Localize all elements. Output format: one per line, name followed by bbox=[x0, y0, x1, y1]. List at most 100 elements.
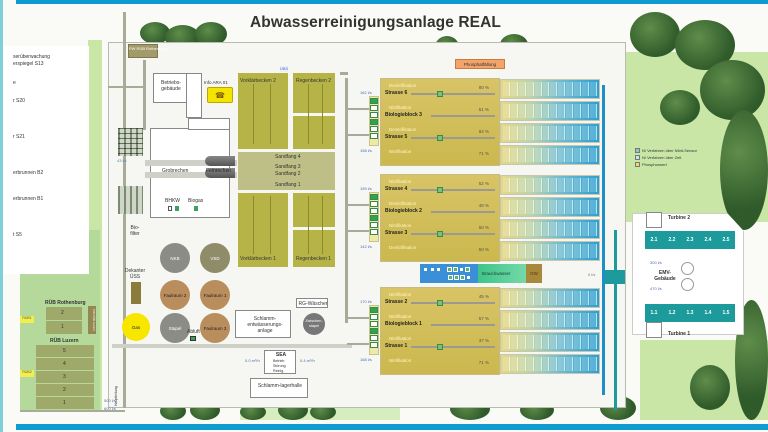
side-item[interactable]: e bbox=[13, 80, 16, 86]
vsd-tank[interactable]: VSD bbox=[200, 243, 230, 273]
turbine-unit[interactable]: 2.3 bbox=[686, 237, 694, 243]
rub-luzern-cell[interactable]: 3 bbox=[36, 371, 94, 383]
aerator-status[interactable] bbox=[437, 231, 443, 237]
dekanter-unit[interactable] bbox=[131, 282, 141, 304]
rub-luzern-cell[interactable]: 4 bbox=[36, 358, 94, 370]
stapel-tank[interactable]: Stapel bbox=[160, 313, 190, 343]
gate-status[interactable] bbox=[370, 215, 378, 221]
abluft-status[interactable] bbox=[190, 336, 196, 341]
side-item[interactable]: r S20 bbox=[13, 98, 25, 104]
vorklaerbecken-2[interactable] bbox=[238, 73, 288, 149]
filter-cell-row[interactable] bbox=[500, 332, 600, 352]
info-terminal-icon[interactable]: ☎ bbox=[207, 87, 233, 103]
status-square[interactable] bbox=[175, 206, 179, 211]
distribution-box[interactable] bbox=[605, 270, 625, 284]
phosphatfaellung-button[interactable]: Phosphatfällung bbox=[455, 59, 505, 69]
status-square[interactable] bbox=[460, 275, 465, 280]
gate-status[interactable] bbox=[370, 229, 378, 235]
gate-status[interactable] bbox=[370, 119, 378, 125]
gate-status[interactable] bbox=[370, 194, 378, 200]
nkb-tank[interactable]: NKB bbox=[160, 243, 190, 273]
inlet-gates[interactable] bbox=[369, 305, 379, 355]
aerator-status[interactable] bbox=[437, 344, 443, 350]
rub-luzern-cell[interactable]: 5 bbox=[36, 345, 94, 357]
faulraum-3[interactable]: Faulraum 3 bbox=[200, 313, 230, 343]
rub-luzern-cell[interactable]: 1 bbox=[36, 397, 94, 409]
vorklaerbecken-1[interactable] bbox=[238, 193, 288, 267]
rub-rothenburg-cell[interactable]: 2 bbox=[46, 307, 82, 320]
status-square[interactable] bbox=[194, 206, 198, 211]
filter-cell-row[interactable] bbox=[500, 288, 600, 308]
regenbecken-2[interactable] bbox=[293, 73, 335, 113]
gate-status[interactable] bbox=[370, 321, 378, 327]
feinrechen-unit[interactable] bbox=[205, 156, 235, 166]
gate-status[interactable] bbox=[370, 112, 378, 118]
gate-status[interactable] bbox=[370, 201, 378, 207]
side-item[interactable]: erspiegel S13 bbox=[13, 61, 44, 67]
turbine-gauge[interactable] bbox=[681, 278, 694, 291]
turbine-unit[interactable]: 1.3 bbox=[686, 310, 694, 316]
status-square[interactable] bbox=[423, 267, 428, 272]
gas-tank[interactable]: Gas bbox=[122, 313, 150, 341]
rg-waescher[interactable]: RG-Wäscher bbox=[296, 298, 328, 308]
side-item[interactable]: t S5 bbox=[13, 232, 22, 238]
betriebsgebaeude[interactable]: Betriebs-gebäude bbox=[153, 73, 187, 103]
control-panel[interactable] bbox=[420, 264, 478, 283]
status-square[interactable] bbox=[447, 267, 452, 272]
gate-status[interactable] bbox=[370, 133, 378, 139]
status-square[interactable] bbox=[459, 267, 464, 272]
rub-rothenburg-cell[interactable]: 1 bbox=[46, 321, 82, 334]
gw-button[interactable]: GW bbox=[526, 264, 542, 283]
side-item[interactable]: erbrunnen B2 bbox=[13, 170, 44, 176]
status-square[interactable] bbox=[466, 275, 471, 280]
faulraum-2[interactable]: Faulraum 2 bbox=[160, 280, 190, 310]
aerator-status[interactable] bbox=[437, 135, 443, 141]
status-square[interactable] bbox=[454, 275, 459, 280]
aerator-status[interactable] bbox=[437, 187, 443, 193]
status-square[interactable] bbox=[453, 267, 458, 272]
turbine-unit[interactable]: 2.1 bbox=[650, 237, 658, 243]
filter-cell-row[interactable] bbox=[500, 310, 600, 330]
side-item[interactable]: serüberwachung bbox=[13, 54, 50, 60]
status-square[interactable] bbox=[168, 206, 172, 211]
turbine-unit[interactable]: 1.5 bbox=[722, 310, 730, 316]
gate-status[interactable] bbox=[370, 105, 378, 111]
filter-cell-row[interactable] bbox=[500, 123, 600, 143]
regenbecken-2-part[interactable] bbox=[293, 116, 335, 149]
filter-cell-row[interactable] bbox=[500, 354, 600, 374]
gate-status[interactable] bbox=[370, 307, 378, 313]
pw-rub-luzern[interactable]: PW RÜB Luzern bbox=[88, 306, 96, 334]
gate-status[interactable] bbox=[370, 126, 378, 132]
status-square[interactable] bbox=[448, 275, 453, 280]
turbine-unit[interactable]: 2.4 bbox=[704, 237, 712, 243]
inlet-gates[interactable] bbox=[369, 96, 379, 146]
pw-rub-rothenburg[interactable]: PW RÜB Rothenburg bbox=[128, 44, 167, 58]
filter-cell-row[interactable] bbox=[500, 175, 600, 195]
filter-unit[interactable] bbox=[118, 128, 143, 156]
aerator-status[interactable] bbox=[437, 91, 443, 97]
sea-panel[interactable]: SEA Betrieb Störung Reinig. bbox=[264, 350, 296, 374]
filter-cell-row[interactable] bbox=[500, 197, 600, 217]
status-square[interactable] bbox=[436, 267, 441, 272]
gate-status[interactable] bbox=[370, 222, 378, 228]
feinrechen-unit[interactable] bbox=[205, 168, 235, 178]
side-item[interactable]: r S21 bbox=[13, 134, 25, 140]
gate-status[interactable] bbox=[370, 342, 378, 348]
turbine-unit[interactable]: 1.2 bbox=[668, 310, 676, 316]
faulraum-1[interactable]: Faulraum 1 bbox=[200, 280, 230, 310]
gate-status[interactable] bbox=[370, 314, 378, 320]
turbine-unit[interactable]: 1.4 bbox=[704, 310, 712, 316]
rub-luzern-cell[interactable]: 2 bbox=[36, 384, 94, 396]
filter-cell-row[interactable] bbox=[500, 219, 600, 239]
side-item[interactable]: erbrunnen B1 bbox=[13, 196, 44, 202]
gate-status[interactable] bbox=[370, 208, 378, 214]
filter-cell-row[interactable] bbox=[500, 79, 600, 99]
zwischenstapel[interactable]: Zwischen-stapel bbox=[303, 313, 325, 335]
schlammlagerhalle[interactable]: Schlamm-lagerhalle bbox=[250, 378, 308, 398]
aerator-status[interactable] bbox=[437, 300, 443, 306]
biofilter-unit[interactable] bbox=[118, 186, 143, 214]
turbine-gauge[interactable] bbox=[681, 262, 694, 275]
